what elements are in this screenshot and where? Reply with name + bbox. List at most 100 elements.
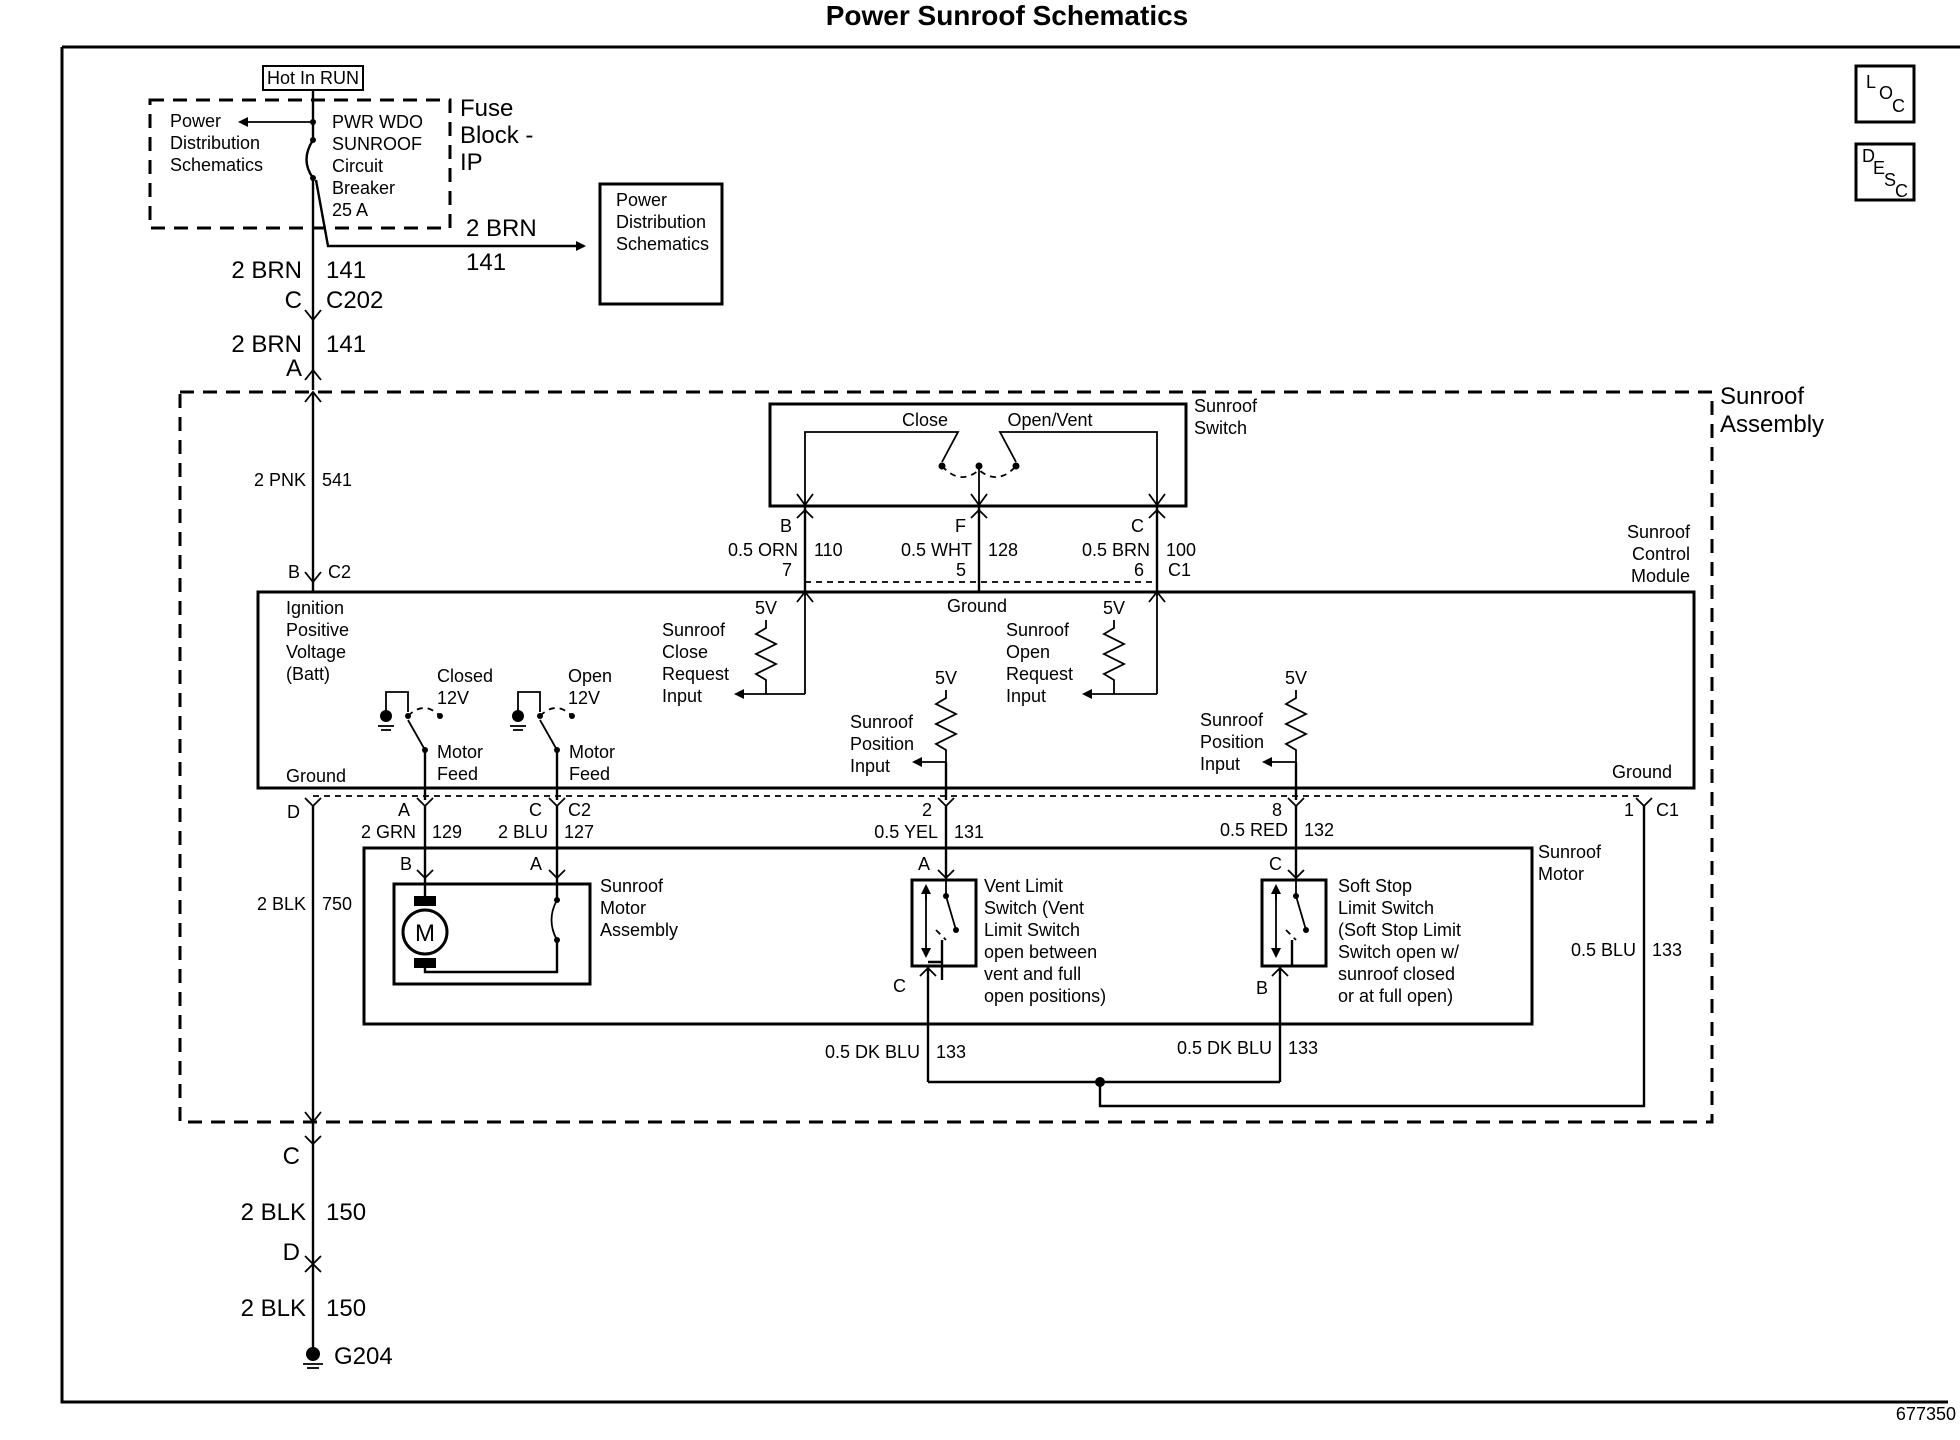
lower-8-color: 0.5 RED bbox=[1220, 820, 1288, 840]
lower-c2-name: C2 bbox=[568, 800, 591, 820]
softstop-line-3: (Soft Stop Limit bbox=[1338, 920, 1461, 940]
lower-8-circuit: 132 bbox=[1304, 820, 1334, 840]
vent-line-4: open between bbox=[984, 942, 1097, 962]
close-request-3: Request bbox=[662, 664, 729, 684]
close-request-1: Sunroof bbox=[662, 620, 726, 640]
motor-name-1: Sunroof bbox=[1538, 842, 1602, 862]
desc-letter-c: C bbox=[1895, 181, 1908, 201]
openvent-label: Open/Vent bbox=[1007, 410, 1092, 430]
assembly-line-1: Sunroof bbox=[600, 876, 664, 896]
lower-8-pin: 8 bbox=[1272, 800, 1282, 820]
ground-color-1: 2 BLK bbox=[241, 1199, 306, 1226]
ground-left: Ground bbox=[286, 766, 346, 786]
close-request-5v: 5V bbox=[755, 598, 777, 618]
switch-pin-f-color: 0.5 WHT bbox=[901, 540, 972, 560]
module-name-3: Module bbox=[1631, 566, 1690, 586]
breaker-line-2: SUNROOF bbox=[332, 134, 422, 154]
motor-feed-right-2: Feed bbox=[569, 764, 610, 784]
diagram-frame bbox=[60, 45, 1960, 1404]
motor-feed-left-2: Feed bbox=[437, 764, 478, 784]
softstop-line-1: Soft Stop bbox=[1338, 876, 1412, 896]
motor-letter: M bbox=[415, 920, 435, 947]
dk-blu-return: 0.5 DK BLU 133 0.5 DK BLU 133 bbox=[825, 1038, 1318, 1087]
softstop-top-pin: C bbox=[1269, 854, 1282, 874]
switch-pin-c-circuit: 100 bbox=[1166, 540, 1196, 560]
position-input-1-line-2: Position bbox=[850, 734, 914, 754]
motor-symbol bbox=[401, 908, 449, 956]
fuse-block-name-2: Block - bbox=[460, 122, 533, 149]
left-pds-line-2: Distribution bbox=[170, 133, 260, 153]
lower-2-pin: 2 bbox=[922, 800, 932, 820]
breaker-line-5: 25 A bbox=[332, 200, 368, 220]
lower-a-color: 2 GRN bbox=[361, 822, 416, 842]
lower-1-pin: 1 bbox=[1624, 800, 1634, 820]
sunroof-switch: Sunroof Switch Close Open/Vent B 0.5 ORN… bbox=[728, 396, 1258, 592]
switch-pin-b-color: 0.5 ORN bbox=[728, 540, 798, 560]
blu-133-circuit: 133 bbox=[1652, 940, 1682, 960]
vent-out-color: 0.5 DK BLU bbox=[825, 1042, 920, 1062]
loc-letter-c: C bbox=[1892, 96, 1905, 116]
vent-line-5: vent and full bbox=[984, 964, 1081, 984]
pds-box-line-1: Power bbox=[616, 190, 667, 210]
fuse-block-name-1: Fuse bbox=[460, 95, 513, 122]
desc-nav-button[interactable]: D E S C bbox=[1854, 142, 1916, 202]
c2-name-top: C2 bbox=[328, 562, 351, 582]
motor-pin-a: A bbox=[530, 854, 542, 874]
pds-wire-circuit: 141 bbox=[466, 249, 506, 276]
switch-pin-c-cavity: 6 bbox=[1134, 560, 1144, 580]
close-label: Close bbox=[902, 410, 948, 430]
pds-box-line-2: Distribution bbox=[616, 212, 706, 232]
fuse-block-name-3: IP bbox=[460, 149, 483, 176]
hot-in-run-label: Hot In RUN bbox=[267, 68, 359, 88]
blk-750-color: 2 BLK bbox=[257, 894, 306, 914]
closed-line-1: Closed bbox=[437, 666, 493, 686]
desc-letter-e: E bbox=[1873, 158, 1885, 178]
lower-d-pin: D bbox=[287, 802, 300, 822]
closed-line-2: 12V bbox=[437, 688, 469, 708]
feed-lower-color: 2 BRN bbox=[231, 331, 302, 358]
vent-line-1: Vent Limit bbox=[984, 876, 1063, 896]
vent-line-2: Switch (Vent bbox=[984, 898, 1084, 918]
softstop-out-color: 0.5 DK BLU bbox=[1177, 1038, 1272, 1058]
feed-upper-circuit: 141 bbox=[326, 257, 366, 284]
softstop-bottom-pin: B bbox=[1256, 978, 1268, 998]
loc-nav-button[interactable]: L O C bbox=[1854, 64, 1916, 124]
softstop-out-circuit: 133 bbox=[1288, 1038, 1318, 1058]
open-line-2: 12V bbox=[568, 688, 600, 708]
close-request-2: Close bbox=[662, 642, 708, 662]
ignition-line-2: Positive bbox=[286, 620, 349, 640]
pds-box-line-3: Schematics bbox=[616, 234, 709, 254]
position-input-2-line-3: Input bbox=[1200, 754, 1240, 774]
sunroof-control-module: Sunroof Control Module Ignition Positive… bbox=[256, 522, 1696, 800]
ground-circuit-2: 150 bbox=[326, 1295, 366, 1322]
lower-c1-name: C1 bbox=[1656, 800, 1679, 820]
assembly-name-1: Sunroof bbox=[1720, 383, 1804, 410]
loc-letter-l: L bbox=[1866, 72, 1876, 92]
c202-pin: C bbox=[285, 287, 302, 314]
module-lower-connectors: D A 2 GRN 129 C C2 2 BLU 127 2 0.5 YEL 1… bbox=[257, 795, 1682, 1124]
ground-top: Ground bbox=[947, 596, 1007, 616]
ground-color-2: 2 BLK bbox=[241, 1295, 306, 1322]
switch-name-2: Switch bbox=[1194, 418, 1247, 438]
motor-name-2: Motor bbox=[1538, 864, 1584, 884]
left-pds-line-1: Power bbox=[170, 111, 221, 131]
switch-pin-f-circuit: 128 bbox=[988, 540, 1018, 560]
vent-line-3: Limit Switch bbox=[984, 920, 1080, 940]
pnk-circuit: 541 bbox=[322, 470, 352, 490]
motor-feed-left-1: Motor bbox=[437, 742, 483, 762]
module-name-2: Control bbox=[1632, 544, 1690, 564]
breaker-line-3: Circuit bbox=[332, 156, 383, 176]
ground-right: Ground bbox=[1612, 762, 1672, 782]
loc-letter-o: O bbox=[1879, 83, 1893, 103]
g204-label: G204 bbox=[334, 1343, 393, 1370]
ground-circuit-1: 150 bbox=[326, 1199, 366, 1226]
open-request-2: Open bbox=[1006, 642, 1050, 662]
desc-letter-s: S bbox=[1884, 170, 1896, 190]
switch-pin-f-cavity: 5 bbox=[956, 560, 966, 580]
motor-feed-right-1: Motor bbox=[569, 742, 615, 762]
feed-lower-circuit: 141 bbox=[326, 331, 366, 358]
ground-pin-c: C bbox=[283, 1143, 300, 1170]
switch-name-1: Sunroof bbox=[1194, 396, 1258, 416]
sunroof-assembly: Sunroof Assembly 2 PNK 541 B C2 bbox=[178, 383, 1824, 1124]
